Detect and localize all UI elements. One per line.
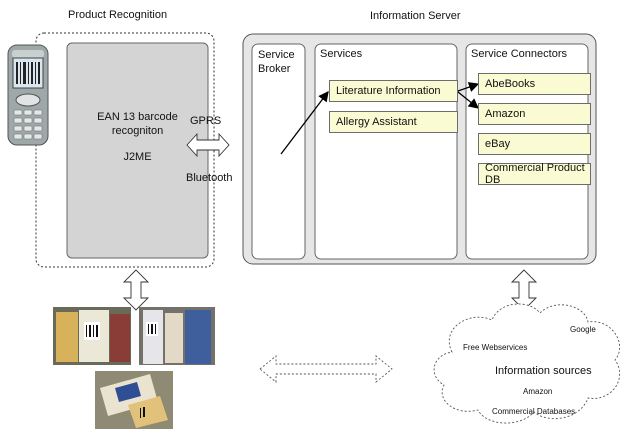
app-name-line2: recogniton [111, 125, 164, 137]
product-photo-3 [95, 371, 173, 429]
app-name-line1: EAN 13 barcode [97, 111, 178, 123]
information-server-title: Information Server [370, 10, 461, 22]
connector-amazon: Amazon [478, 103, 591, 125]
cloud-amazon-label: Amazon [523, 387, 553, 396]
service-allergy-assistant: Allergy Assistant [329, 111, 458, 133]
cloud-free-webservices-label: Free Webservices [463, 343, 528, 352]
product-photo-1 [53, 307, 131, 365]
link-double-arrow [186, 132, 230, 158]
services-title: Services [320, 48, 363, 60]
connector-commercial-product-db: Commercial Product DB [478, 162, 591, 186]
service-broker-box [251, 43, 306, 260]
broker-to-literature-arrow [280, 90, 329, 155]
information-sources-cloud [433, 303, 621, 424]
cloud-title: Information sources [495, 365, 592, 377]
literature-to-amazon-arrow [457, 91, 480, 109]
service-broker-title: Service Broker [258, 49, 295, 75]
product-recognition-frame [35, 32, 215, 268]
cloud-commercial-databases-label: Commercial Databases [492, 407, 576, 416]
connector-abebooks: AbeBooks [478, 73, 591, 95]
service-connectors-title: Service Connectors [471, 48, 567, 60]
platform-label: J2ME [123, 151, 152, 163]
phone-products-double-arrow [122, 269, 150, 311]
product-recognition-title: Product Recognition [68, 9, 168, 21]
products-sources-dashed-arrow [259, 355, 393, 383]
app-box [66, 42, 209, 259]
gprs-label: GPRS [190, 115, 222, 127]
mobile-phone-icon [7, 44, 49, 146]
bluetooth-label: Bluetooth [186, 172, 233, 184]
literature-to-abebooks-arrow [457, 82, 480, 92]
product-photo-2 [139, 307, 215, 365]
service-literature-information: Literature Information [329, 80, 458, 102]
connector-ebay: eBay [478, 133, 591, 155]
services-box [314, 43, 458, 260]
cloud-google-label: Google [570, 325, 596, 334]
